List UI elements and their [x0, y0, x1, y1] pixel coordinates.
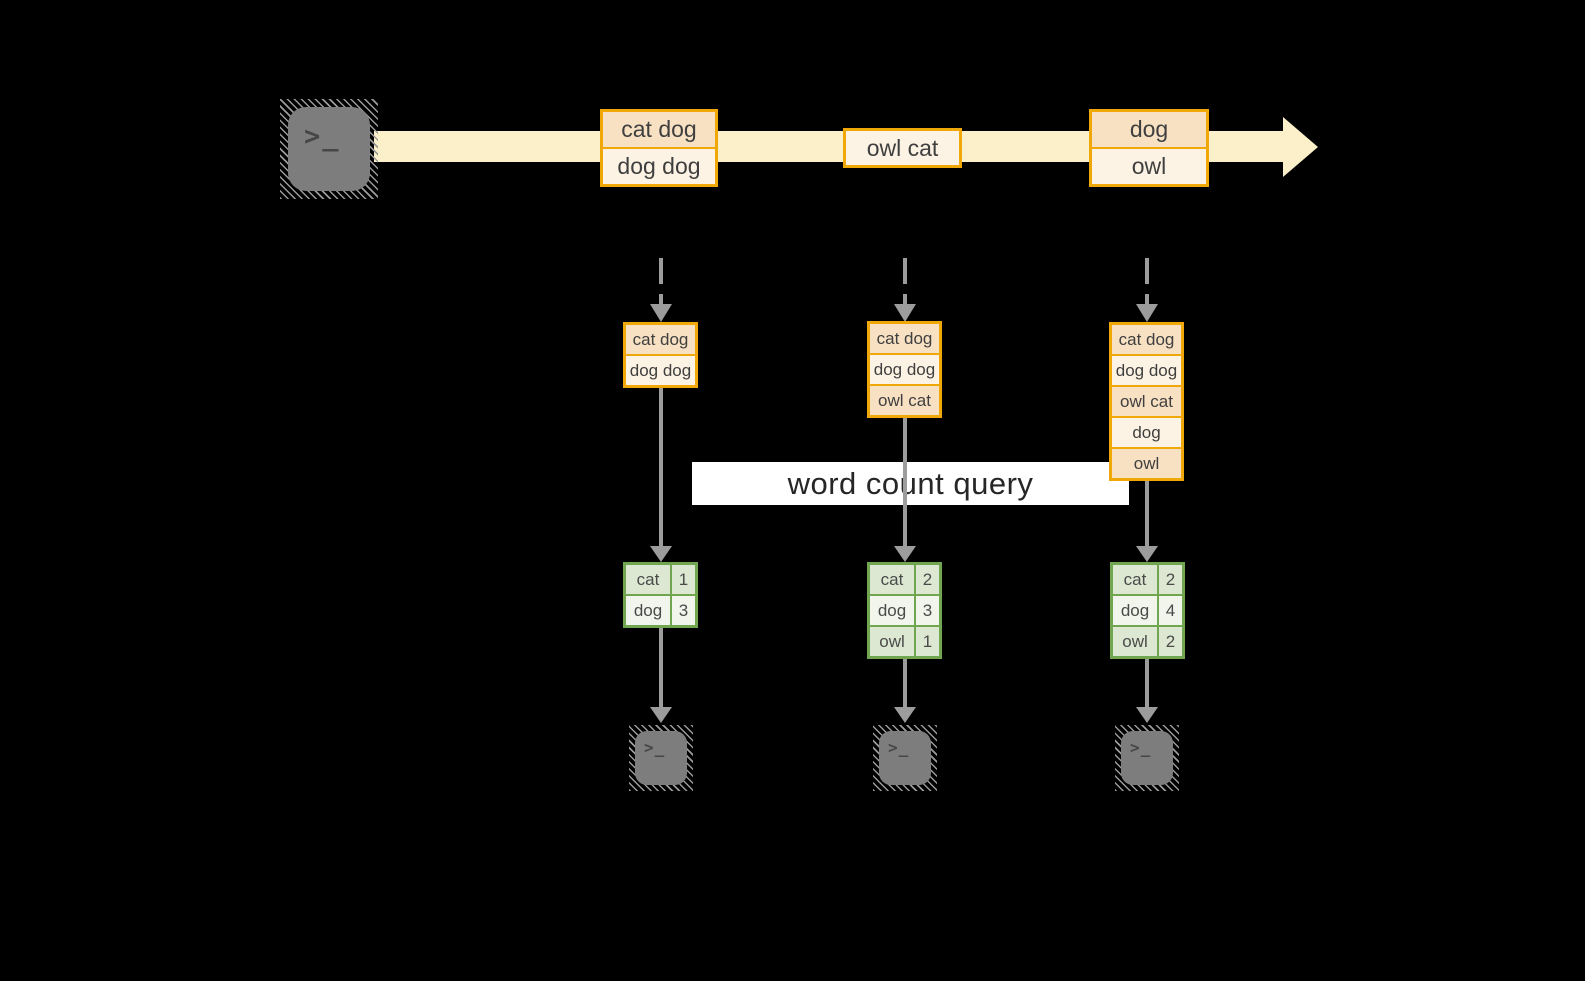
arrow-head-icon	[1136, 546, 1158, 562]
dashed-arrow-line	[659, 258, 663, 304]
arrow-line	[659, 388, 663, 546]
event-row: dog dog	[1112, 354, 1181, 385]
arrow-head-icon	[650, 546, 672, 562]
dashed-arrow-head-icon	[1136, 304, 1158, 322]
arrow-line	[659, 628, 663, 707]
event-row: cat dog	[603, 112, 715, 147]
word-count-table-1: cat 1 dog 3	[623, 562, 698, 628]
event-row: cat dog	[626, 325, 695, 354]
arrow-line	[1145, 659, 1149, 707]
event-row: dog	[1112, 416, 1181, 447]
arrow-line	[903, 659, 907, 707]
terminal-body	[1121, 731, 1173, 785]
event-row: owl	[1092, 147, 1206, 184]
event-row: owl cat	[870, 384, 939, 415]
event-stack-3: cat dog dog dog owl cat dog owl	[1109, 322, 1184, 481]
count-cell: 3	[670, 596, 695, 625]
table-row: owl 1	[870, 625, 939, 656]
stream-batch-2: owl cat	[843, 128, 962, 168]
output-terminal-icon: >_	[1115, 725, 1179, 791]
stream-batch-3: dog owl	[1089, 109, 1209, 187]
event-stack-2: cat dog dog dog owl cat	[867, 321, 942, 418]
word-count-table-3: cat 2 dog 4 owl 2	[1110, 562, 1185, 659]
table-row: owl 2	[1113, 625, 1182, 656]
dashed-arrow-head-icon	[650, 304, 672, 322]
event-row: cat dog	[870, 324, 939, 353]
stream-source-terminal-icon: >_	[280, 99, 378, 199]
terminal-body	[288, 107, 370, 191]
event-row: dog	[1092, 112, 1206, 147]
arrow-line	[903, 418, 907, 546]
word-cell: owl	[870, 627, 914, 656]
stream-arrowhead-icon	[1283, 117, 1318, 177]
count-cell: 3	[914, 596, 939, 625]
dashed-arrow-head-icon	[894, 304, 916, 322]
table-row: cat 1	[626, 565, 695, 594]
terminal-prompt-glyph: >_	[644, 738, 666, 757]
table-row: cat 2	[870, 565, 939, 594]
output-terminal-icon: >_	[629, 725, 693, 791]
event-row: owl	[1112, 447, 1181, 478]
word-cell: cat	[870, 565, 914, 594]
event-stack-1: cat dog dog dog	[623, 322, 698, 388]
count-cell: 1	[670, 565, 695, 594]
count-cell: 2	[1157, 627, 1182, 656]
arrow-head-icon	[650, 707, 672, 723]
word-cell: dog	[1113, 596, 1157, 625]
output-terminal-icon: >_	[873, 725, 937, 791]
query-label: word count query	[692, 462, 1129, 505]
event-row: dog dog	[603, 147, 715, 184]
count-cell: 2	[1157, 565, 1182, 594]
word-cell: dog	[870, 596, 914, 625]
word-cell: cat	[1113, 565, 1157, 594]
table-row: dog 3	[870, 594, 939, 625]
terminal-prompt-glyph: >_	[304, 121, 341, 152]
terminal-body	[635, 731, 687, 785]
terminal-prompt-glyph: >_	[1130, 738, 1152, 757]
terminal-prompt-glyph: >_	[888, 738, 910, 757]
arrow-head-icon	[894, 707, 916, 723]
table-row: dog 4	[1113, 594, 1182, 625]
dashed-arrow-line	[1145, 258, 1149, 304]
count-cell: 1	[914, 627, 939, 656]
event-row: dog dog	[870, 353, 939, 384]
table-row: dog 3	[626, 594, 695, 625]
event-row: dog dog	[626, 354, 695, 385]
word-count-table-2: cat 2 dog 3 owl 1	[867, 562, 942, 659]
event-row: owl cat	[1112, 385, 1181, 416]
arrow-head-icon	[894, 546, 916, 562]
event-row: cat dog	[1112, 325, 1181, 354]
table-row: cat 2	[1113, 565, 1182, 594]
word-cell: cat	[626, 565, 670, 594]
count-cell: 4	[1157, 596, 1182, 625]
word-cell: dog	[626, 596, 670, 625]
terminal-body	[879, 731, 931, 785]
stream-batch-1: cat dog dog dog	[600, 109, 718, 187]
arrow-head-icon	[1136, 707, 1158, 723]
event-row: owl cat	[846, 131, 959, 165]
arrow-line	[1145, 481, 1149, 546]
dashed-arrow-line	[903, 258, 907, 304]
count-cell: 2	[914, 565, 939, 594]
word-cell: owl	[1113, 627, 1157, 656]
